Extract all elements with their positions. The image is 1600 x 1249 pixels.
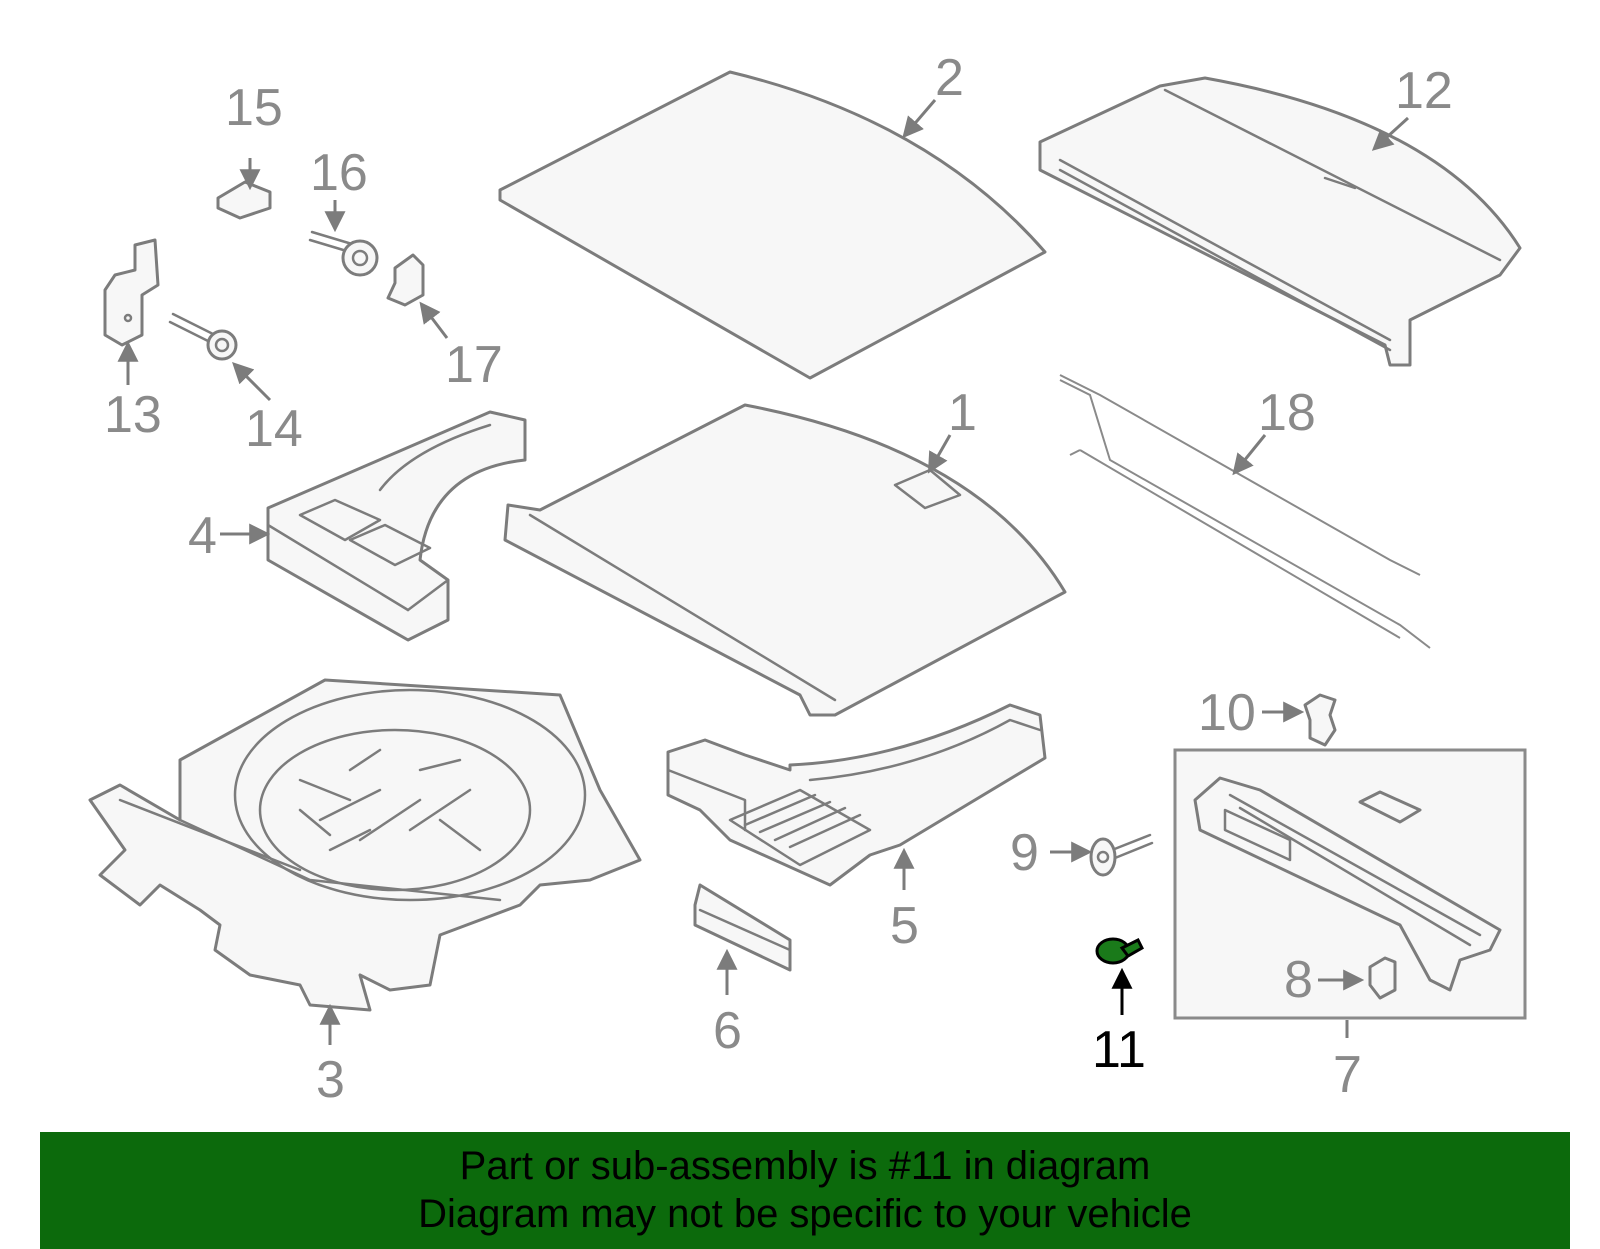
callout-6: 6 bbox=[713, 1002, 742, 1060]
callout-15: 15 bbox=[225, 79, 283, 137]
banner-line-1: Part or sub-assembly is #11 in diagram bbox=[459, 1144, 1151, 1188]
part-13-bracket bbox=[103, 238, 160, 347]
info-banner: Part or sub-assembly is #11 in diagram D… bbox=[40, 1132, 1570, 1249]
callout-labels: 1 2 3 4 5 6 7 8 9 11 10 12 13 14 15 16 1… bbox=[104, 49, 1453, 1109]
part-12-tonneau-cover bbox=[1038, 76, 1522, 367]
part-10-clip bbox=[1303, 693, 1337, 747]
part-3-floor-pan bbox=[88, 678, 642, 1012]
part-11-push-pin[interactable] bbox=[1095, 937, 1144, 965]
callout-9: 9 bbox=[1010, 824, 1039, 882]
callout-14: 14 bbox=[245, 400, 303, 458]
part-8-clip bbox=[1368, 956, 1397, 1000]
part-2-floor-board bbox=[498, 70, 1047, 380]
part-16-bolt bbox=[308, 230, 379, 277]
part-17-clip bbox=[386, 253, 425, 307]
callout-1: 1 bbox=[948, 384, 977, 442]
banner-line-2: Diagram may not be specific to your vehi… bbox=[418, 1192, 1192, 1236]
callout-7: 7 bbox=[1333, 1046, 1362, 1104]
callout-13: 13 bbox=[104, 386, 162, 444]
callout-16: 16 bbox=[310, 144, 368, 202]
callout-12: 12 bbox=[1395, 62, 1453, 120]
part-7-sill-plate-group bbox=[1173, 748, 1527, 1020]
part-14-bolt bbox=[168, 312, 238, 361]
part-5-trim bbox=[666, 703, 1047, 887]
part-6-strip bbox=[693, 883, 792, 972]
callout-17: 17 bbox=[445, 336, 503, 394]
callout-10: 10 bbox=[1198, 684, 1256, 742]
callout-11[interactable]: 11 bbox=[1092, 1021, 1146, 1079]
callout-8: 8 bbox=[1284, 951, 1313, 1009]
part-4-foam-tray bbox=[266, 410, 527, 642]
part-15-clip bbox=[216, 180, 272, 220]
leader-lines bbox=[117, 99, 1410, 1045]
part-18-rod bbox=[1059, 374, 1431, 649]
callout-5: 5 bbox=[890, 897, 919, 955]
callout-18: 18 bbox=[1258, 384, 1316, 442]
part-1-floor-panel bbox=[503, 403, 1067, 717]
part-9-screw bbox=[1089, 833, 1154, 877]
callout-3: 3 bbox=[316, 1051, 345, 1109]
callout-2: 2 bbox=[935, 49, 964, 107]
callout-4: 4 bbox=[188, 507, 217, 565]
